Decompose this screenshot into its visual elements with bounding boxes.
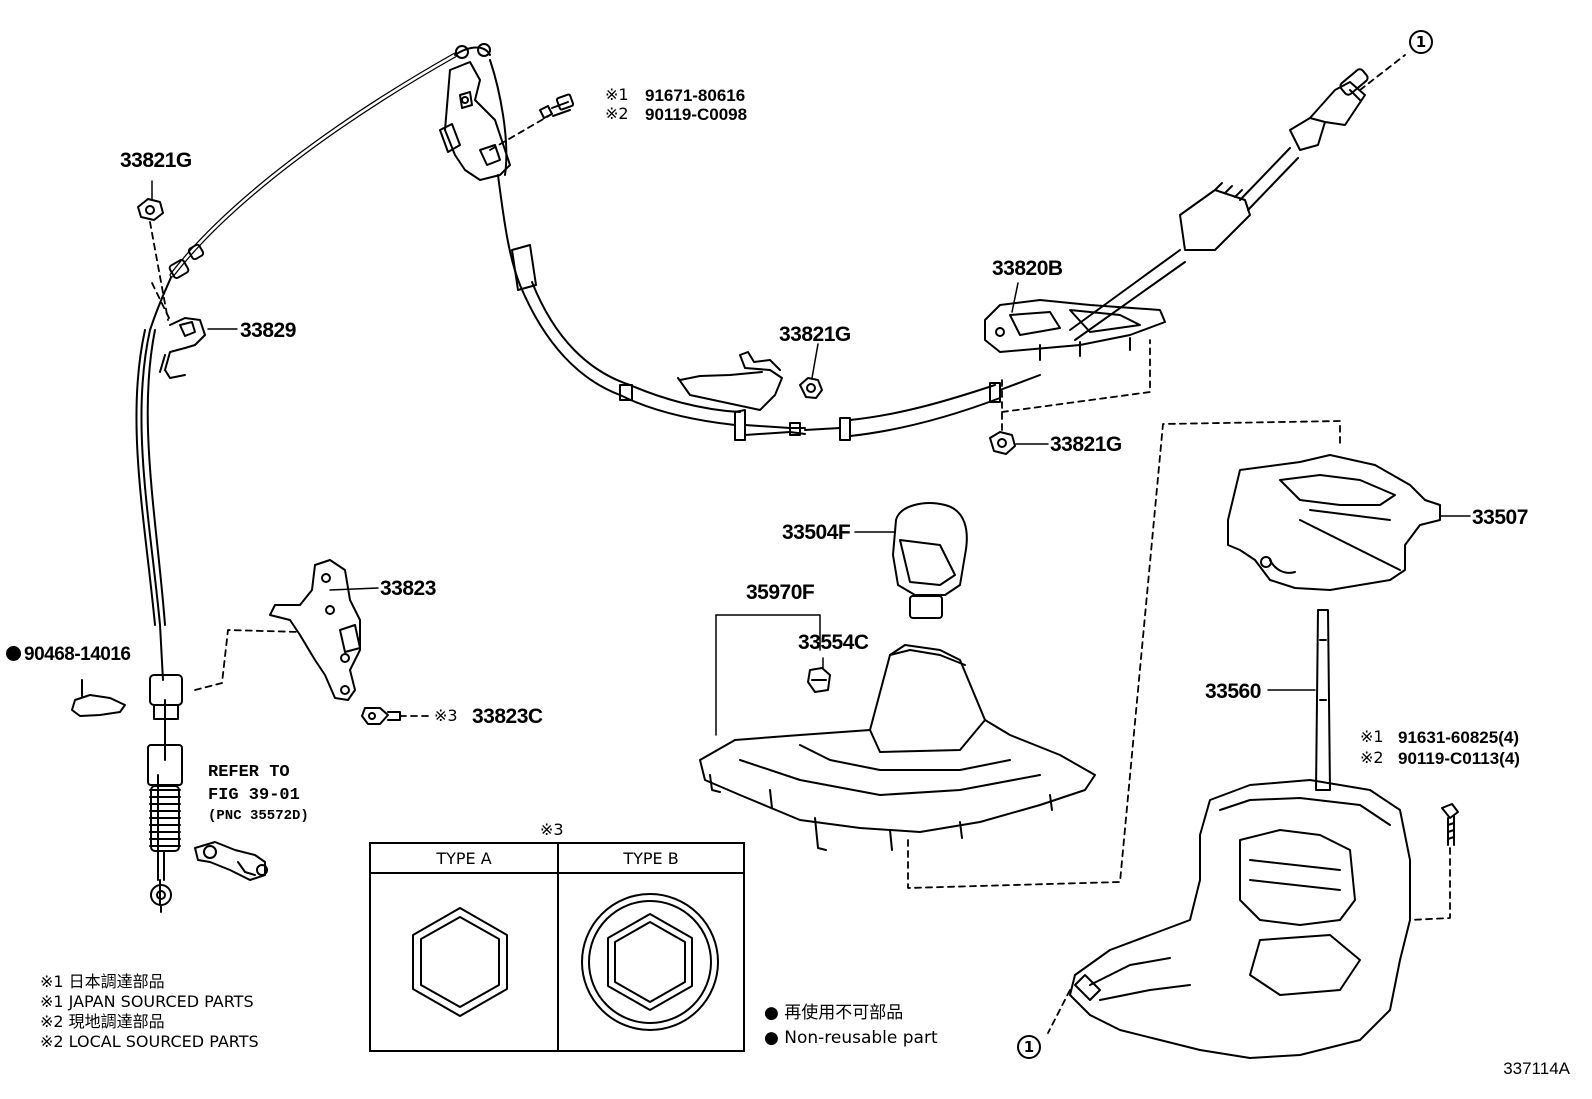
bolt1-part-2: 90119-C0098 xyxy=(645,105,748,124)
bolt1-part-1: 91671-80616 xyxy=(645,86,746,105)
bolt1-mark-2: ※2 xyxy=(605,104,629,123)
refer-line-3: (PNC 35572D) xyxy=(208,808,309,824)
housing-33507 xyxy=(1227,454,1441,591)
bolt-91631 xyxy=(1441,803,1459,846)
bracket-33820b xyxy=(984,299,1166,361)
dashed-leaders xyxy=(149,54,1451,1034)
refer-line-1: REFER TO xyxy=(208,763,290,782)
type-a-header: TYPE A xyxy=(371,844,557,874)
bolt-33823c xyxy=(361,707,401,725)
label-33823c: 33823C xyxy=(472,705,543,728)
type-b-header: TYPE B xyxy=(559,844,743,874)
base-assembly xyxy=(1069,779,1411,1059)
lever-33560 xyxy=(1315,609,1331,791)
table3-title: ※3 xyxy=(540,820,564,839)
label-33821g-mid: 33821G xyxy=(779,323,851,346)
shift-knob-33504f xyxy=(892,502,968,619)
figure-code: 337114A xyxy=(1503,1059,1570,1078)
table-divider xyxy=(557,844,559,1050)
shift-cable-left xyxy=(135,52,458,913)
note-3: ※2 現地調達部品 xyxy=(40,1012,165,1031)
label-33821g-bot: 33821G xyxy=(1050,433,1122,456)
shift-cable-upper xyxy=(439,43,1041,441)
shift-cable-right xyxy=(1069,68,1369,341)
bolt2-mark-2: ※2 xyxy=(1360,748,1384,767)
hex-type-a xyxy=(412,907,508,1017)
clip-90468 xyxy=(71,679,126,717)
note-2: ※1 JAPAN SOURCED PARTS xyxy=(40,992,254,1011)
nut-33821g-top xyxy=(137,198,164,221)
bolt1-mark-1: ※1 xyxy=(605,85,629,104)
bolt2-mark-1: ※1 xyxy=(1360,727,1384,746)
label-33504f: 33504F xyxy=(782,521,851,544)
note-1: ※1 日本調達部品 xyxy=(40,972,165,991)
label-33820b: 33820B xyxy=(992,257,1063,280)
bracket-33823 xyxy=(269,559,361,701)
label-leaders xyxy=(151,180,1471,736)
bolt-91671 xyxy=(539,93,575,119)
refer-part xyxy=(194,841,268,881)
connector-marker-top: 1 xyxy=(1409,30,1433,54)
note-4: ※2 LOCAL SOURCED PARTS xyxy=(40,1032,259,1051)
non-reusable-dot xyxy=(6,646,21,661)
hex-type-b xyxy=(581,893,719,1031)
label-90468: 90468-14016 xyxy=(24,644,131,665)
console-35970f xyxy=(699,644,1096,851)
label-33821g-top: 33821G xyxy=(120,149,192,172)
label-33554c: 33554C xyxy=(798,631,869,654)
label-33823: 33823 xyxy=(380,577,436,600)
legend-line-1: ● 再使用不可部品 xyxy=(764,1003,904,1023)
label-33829: 33829 xyxy=(240,319,296,342)
clip-33829 xyxy=(159,317,206,379)
nut-33821g-bot xyxy=(989,431,1016,455)
refer-line-2: FIG 39-01 xyxy=(208,786,300,805)
label-33560: 33560 xyxy=(1205,680,1261,703)
bolt2-part-2: 90119-C0113(4) xyxy=(1398,749,1520,768)
connector-marker-bottom: 1 xyxy=(1017,1035,1041,1059)
legend-line-2: ● Non-reusable part xyxy=(764,1028,938,1048)
bolt2-part-1: 91631-60825(4) xyxy=(1398,728,1519,747)
type-table: TYPE A TYPE B xyxy=(369,842,745,1052)
clip-33554c xyxy=(807,667,831,693)
label-35970f: 35970F xyxy=(746,581,815,604)
label-33823c-mark: ※3 xyxy=(434,706,458,725)
label-33507: 33507 xyxy=(1472,506,1528,529)
nut-33821g-mid xyxy=(799,377,823,399)
